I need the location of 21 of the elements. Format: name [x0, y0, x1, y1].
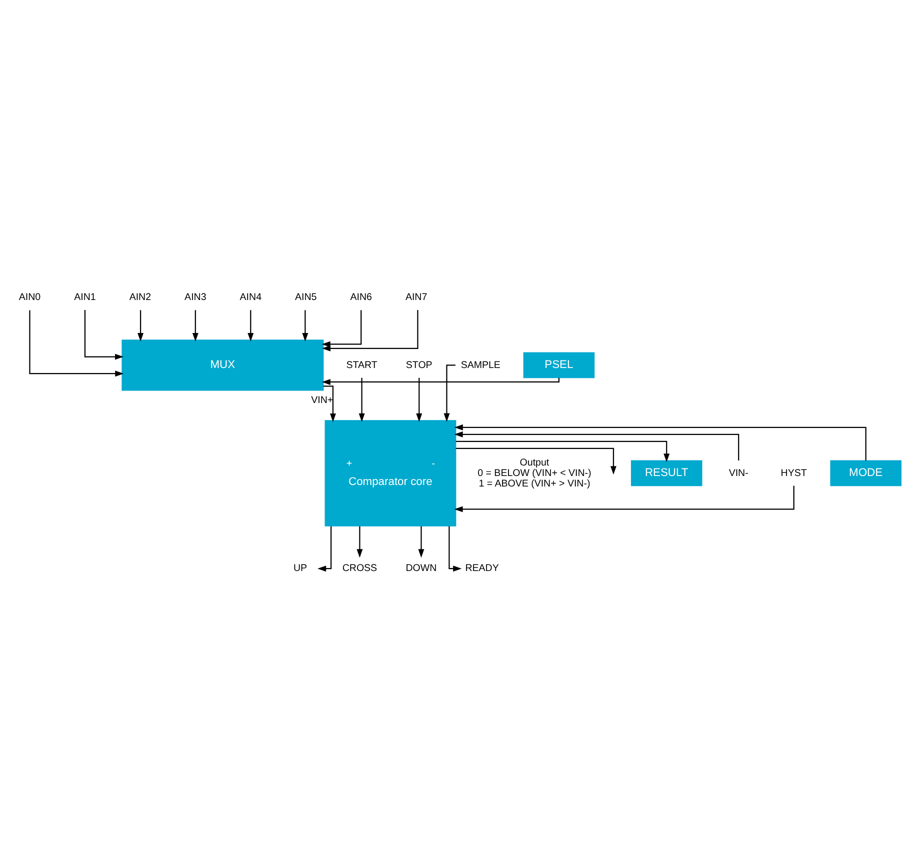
node-text: AIN7 — [405, 291, 428, 302]
node-text: SAMPLE — [460, 359, 500, 370]
node-text: STOP — [406, 359, 432, 370]
node-text: HYST — [780, 467, 807, 478]
node-text: AIN4 — [240, 291, 262, 302]
node-text: AIN1 — [74, 291, 96, 302]
node-text: AIN5 — [295, 291, 317, 302]
node-text: AIN3 — [184, 291, 206, 302]
node-text: VIN- — [728, 467, 748, 478]
label: 1 = ABOVE (VIN+ > VIN-) — [478, 478, 590, 489]
node-text: UP — [293, 562, 308, 574]
node-text: DOWN — [406, 562, 437, 574]
node-text: AIN0 — [18, 291, 41, 302]
node-text: CROSS — [342, 562, 378, 574]
label: 0 = BELOW (VIN+ < VIN-) — [478, 467, 592, 478]
label: Output — [520, 456, 550, 468]
node-text: AIN6 — [350, 291, 372, 302]
node-text: AIN2 — [129, 291, 152, 302]
node-text: READY — [465, 562, 499, 574]
edge-label: VIN+ — [311, 394, 334, 406]
node-text: START — [346, 359, 378, 370]
